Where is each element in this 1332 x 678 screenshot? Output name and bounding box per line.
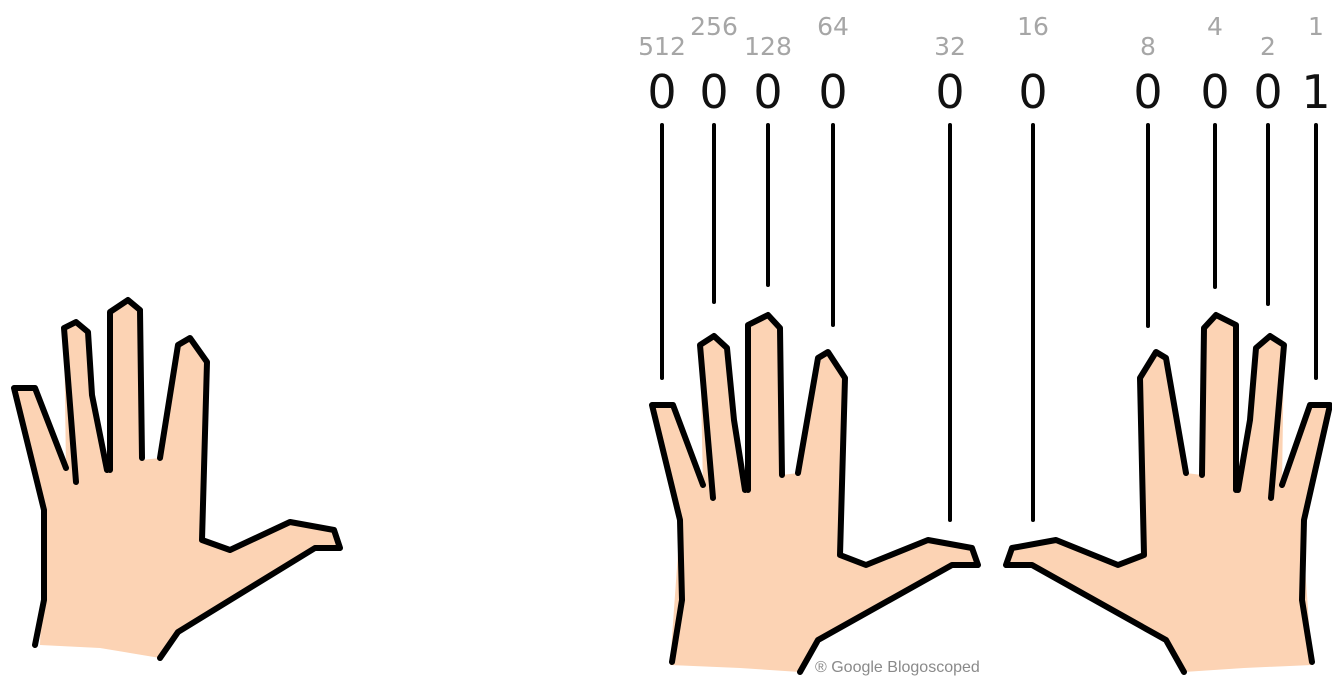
bit-column-32: 320	[934, 32, 966, 522]
bit-column-1: 11	[1301, 12, 1331, 380]
bit-digit: 0	[647, 65, 676, 119]
left-standalone-hand-outline	[11, 297, 343, 661]
bit-column-256: 256 0	[690, 12, 738, 304]
place-value-label: 512	[638, 32, 686, 61]
counting-left-hand	[649, 312, 981, 675]
bit-column-4: 40	[1200, 12, 1230, 289]
counting-left-hand-outline	[649, 312, 981, 675]
bit-digit: 1	[1301, 65, 1330, 119]
bit-digit: 0	[699, 65, 728, 119]
place-value-label: 64	[817, 12, 849, 41]
bit-digit: 0	[1200, 65, 1229, 119]
place-value-label: 128	[744, 32, 792, 61]
bit-column-64: 64 0	[817, 12, 849, 327]
place-value-label: 256	[690, 12, 738, 41]
credit-text: ® Google Blogoscoped	[815, 659, 980, 676]
counting-left-hand-skin	[652, 315, 978, 672]
counting-right-hand	[1003, 312, 1332, 675]
counting-right-hand-outline	[1003, 312, 1332, 675]
place-value-label: 16	[1017, 12, 1049, 41]
place-value-label: 2	[1260, 32, 1276, 61]
counting-right-hand-skin	[1006, 315, 1330, 672]
left-standalone-hand	[11, 297, 343, 661]
place-value-label: 8	[1140, 32, 1156, 61]
bit-column-16: 16 0	[1017, 12, 1049, 522]
place-value-label: 32	[934, 32, 966, 61]
bit-digit: 0	[753, 65, 782, 119]
bit-digit: 0	[1018, 65, 1047, 119]
left-standalone-hand-skin	[14, 300, 340, 658]
bit-digit: 0	[818, 65, 847, 119]
bit-digit: 0	[1133, 65, 1162, 119]
bit-digit: 0	[935, 65, 964, 119]
bit-digit: 0	[1253, 65, 1282, 119]
place-value-label: 4	[1207, 12, 1223, 41]
place-value-label: 1	[1308, 12, 1324, 41]
bit-column-2: 20	[1253, 32, 1283, 306]
bit-column-8: 80	[1133, 32, 1163, 328]
